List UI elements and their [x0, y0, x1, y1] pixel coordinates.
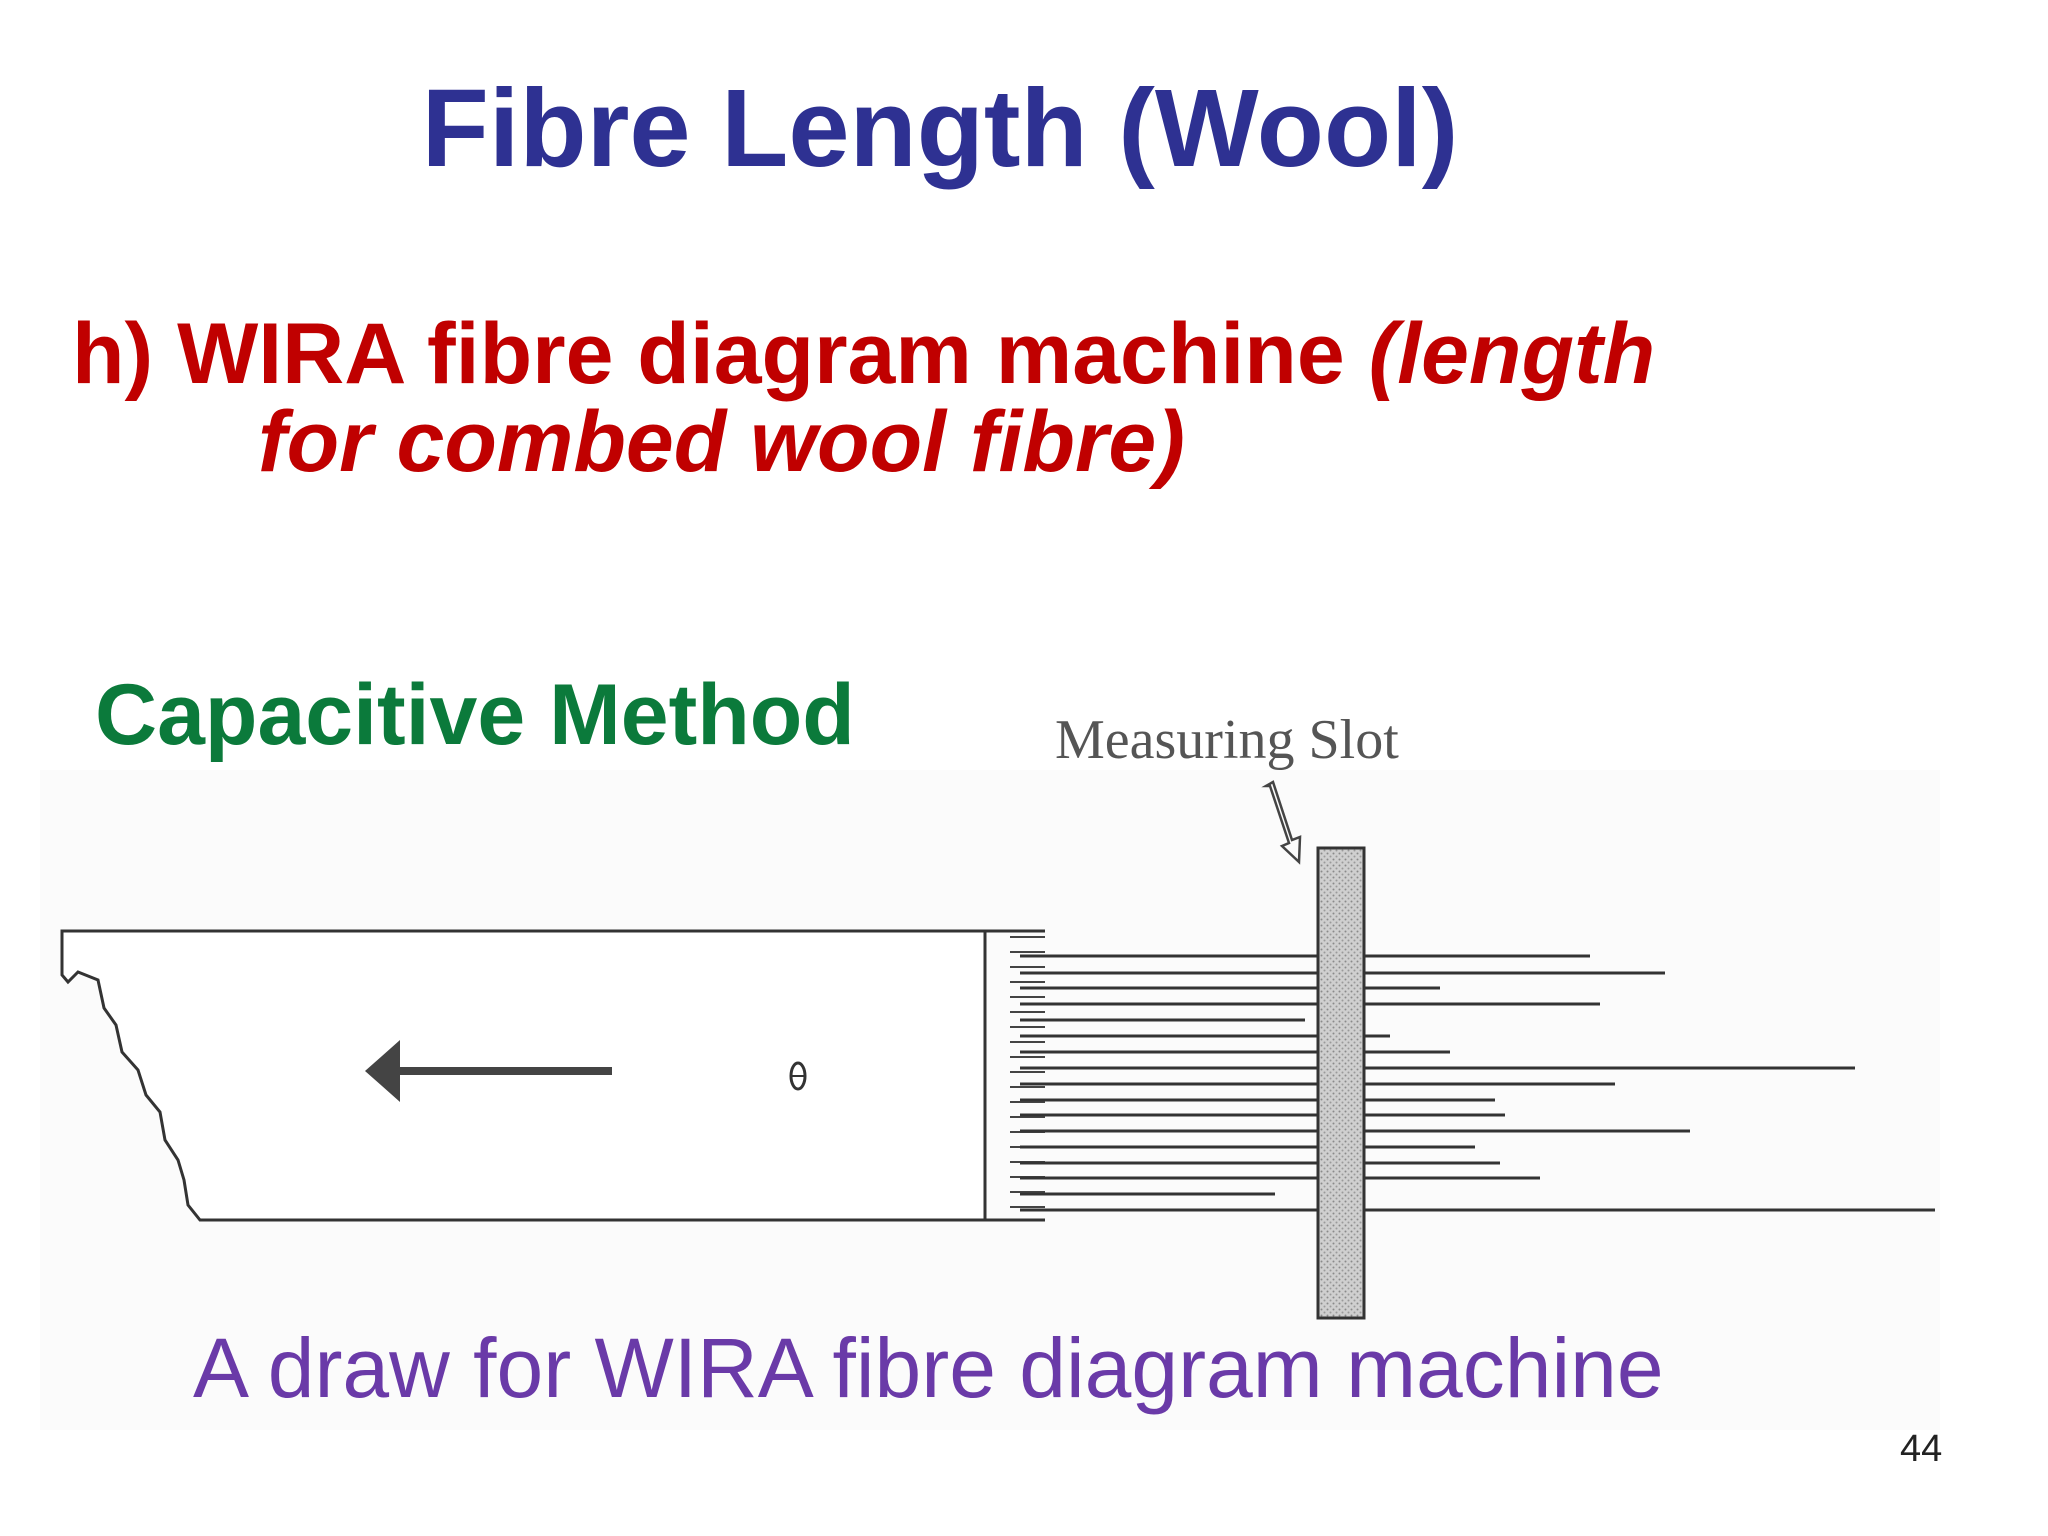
measuring-slot: [1316, 846, 1366, 1320]
page-number: 44: [1900, 1428, 1943, 1470]
subheading: h) WIRA fibre diagram machine (length fo…: [72, 310, 1952, 486]
slide-title: Fibre Length (Wool): [421, 67, 1459, 190]
pointer-arrow-icon: [1261, 780, 1302, 865]
subheading-prefix: h) WIRA fibre diagram machine: [72, 306, 1369, 402]
comb-teeth: [1010, 936, 1045, 1208]
left-arrow-icon: [365, 1040, 612, 1102]
subheading-italic-part2: for combed wool fibre): [258, 394, 1185, 490]
subheading-italic-part1: (length: [1368, 306, 1656, 402]
wool-fibres: [1020, 954, 1935, 1212]
diagram-caption: A draw for WIRA fibre diagram machine: [193, 1321, 1664, 1415]
comb-body: [60, 929, 987, 1222]
method-label: Capacitive Method: [95, 667, 855, 763]
pin-icon: [789, 1061, 807, 1091]
measuring-slot-label: Measuring Slot: [1055, 709, 1399, 771]
